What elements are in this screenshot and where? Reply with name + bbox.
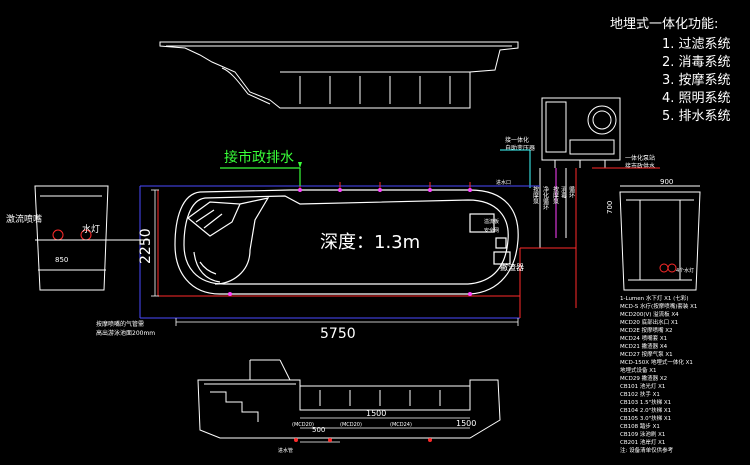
left-elevation <box>34 185 150 291</box>
bottom-elevation <box>197 359 501 439</box>
small-label: 4个水灯 <box>676 267 694 274</box>
plan-dimensions <box>151 189 519 326</box>
feature-item: 4. 照明系统 <box>662 91 731 106</box>
equip-bus-label: 接一体化 <box>505 136 529 144</box>
drain-callout: 接市政排水 <box>220 149 302 186</box>
bottom-label: (MCD24) <box>390 422 412 428</box>
side-dimension: 700 <box>606 201 614 214</box>
bom-item: CB103 1.5"扶梯 X1 <box>620 398 671 406</box>
equipment-notes: 接一体化 自助变压器 一体化泵站 接市政供水 <box>505 136 655 170</box>
pipe-label: 净化循环 <box>542 185 549 211</box>
pipe-runs <box>139 149 660 319</box>
bottom-label: (MCD20) <box>292 422 314 428</box>
pipe-labels: 按摩泵 净化循环 按摩泵 消毒 循环 <box>532 185 575 211</box>
pipe-label: 按摩泵 <box>552 185 559 204</box>
air-note: 高出游泳池面200mm <box>96 329 155 337</box>
bom-item: MCD24 喷嘴套 X1 <box>620 334 667 342</box>
depth-label: 深度：1.3m <box>320 232 420 253</box>
bom-item: 地埋式设备 X1 <box>620 366 657 374</box>
bottom-markers <box>294 438 432 442</box>
right-elevation <box>619 185 701 291</box>
left-width-dimension: 850 <box>55 256 68 264</box>
bom-item: CB104 2.0"扶梯 X1 <box>620 406 671 414</box>
bottom-label: (MCD20) <box>340 422 362 428</box>
equip-bus-label: 自助变压器 <box>505 144 535 152</box>
bom-item: CB105 3.0"扶梯 X1 <box>620 414 671 422</box>
bom-item: MCD-150X 地埋式一体化 X1 <box>620 358 693 366</box>
length-dimension: 5750 <box>320 326 356 342</box>
light-label: 水灯 <box>82 223 100 235</box>
jet-label: 激流喷嘴 <box>6 213 42 225</box>
bom-item: MCD20 底部出水口 X1 <box>620 318 678 326</box>
top-elevation <box>159 41 519 109</box>
feature-title: 地埋式一体化功能: <box>610 17 718 32</box>
bottom-dimension: 500 <box>312 426 325 434</box>
bom-item: MCD200(V) 溢流板 X4 <box>620 310 679 318</box>
pipe-label: 按摩泵 <box>532 185 539 204</box>
pipe-label: 循环 <box>568 185 575 199</box>
bom-item: MCD2E 按摩喷嘴 X2 <box>620 326 673 334</box>
side-dimension: 900 <box>660 178 673 186</box>
pool-markers <box>228 188 472 296</box>
bom-item: MCD21 撇渣器 X4 <box>620 342 668 350</box>
bom-item: CB108 踏步 X1 <box>620 422 660 430</box>
bottom-label: 进水管 <box>278 447 293 454</box>
bottom-dimension: 1500 <box>366 409 386 418</box>
bottom-dimension: 1500 <box>456 419 476 428</box>
feature-item: 1. 过滤系统 <box>662 37 731 52</box>
feature-list: 地埋式一体化功能: 1. 过滤系统 2. 消毒系统 3. 按摩系统 4. 照明系… <box>610 17 731 124</box>
bom-item: 注: 设备清单仅供参考 <box>620 446 674 454</box>
equip-note: 接市政供水 <box>625 162 655 170</box>
pipe-label: 消毒 <box>560 185 567 199</box>
bom-item: MCD-S 水疗(按摩喷嘴)套装 X1 <box>620 302 697 310</box>
arrow-icon <box>298 162 302 168</box>
feature-item: 3. 按摩系统 <box>662 72 731 88</box>
equip-note: 一体化泵站 <box>625 154 655 162</box>
bill-of-materials: 1-Lumen 水下灯 X1 (七彩)MCD-S 水疗(按摩喷嘴)套装 X1MC… <box>620 294 697 454</box>
bom-item: MCD27 按摩气泵 X1 <box>620 350 673 358</box>
width-dimension: 2250 <box>138 228 154 264</box>
bom-item: CB102 扶手 X1 <box>620 390 660 398</box>
small-label: 进水口 <box>496 179 511 186</box>
drain-label: 接市政排水 <box>224 149 294 166</box>
equipment-unit <box>541 97 621 168</box>
bom-item: CB109 泳池刷 X1 <box>620 430 665 438</box>
bom-item: CB101 池光灯 X1 <box>620 382 665 390</box>
small-label: 安全网 <box>484 227 499 234</box>
small-label: 溢流板 <box>484 218 499 225</box>
feature-item: 5. 排水系统 <box>662 109 731 124</box>
feature-item: 2. 消毒系统 <box>662 55 731 70</box>
bottom-dimensions <box>300 417 470 443</box>
skimmer-label: 撇渣器 <box>500 262 524 272</box>
bom-item: MCD29 撇渣器 X2 <box>620 374 667 382</box>
bom-item: CB201 池岸灯 X1 <box>620 438 665 446</box>
bom-item: 1-Lumen 水下灯 X1 (七彩) <box>620 294 688 302</box>
air-note: 按摩喷嘴的气管需 <box>96 320 144 328</box>
